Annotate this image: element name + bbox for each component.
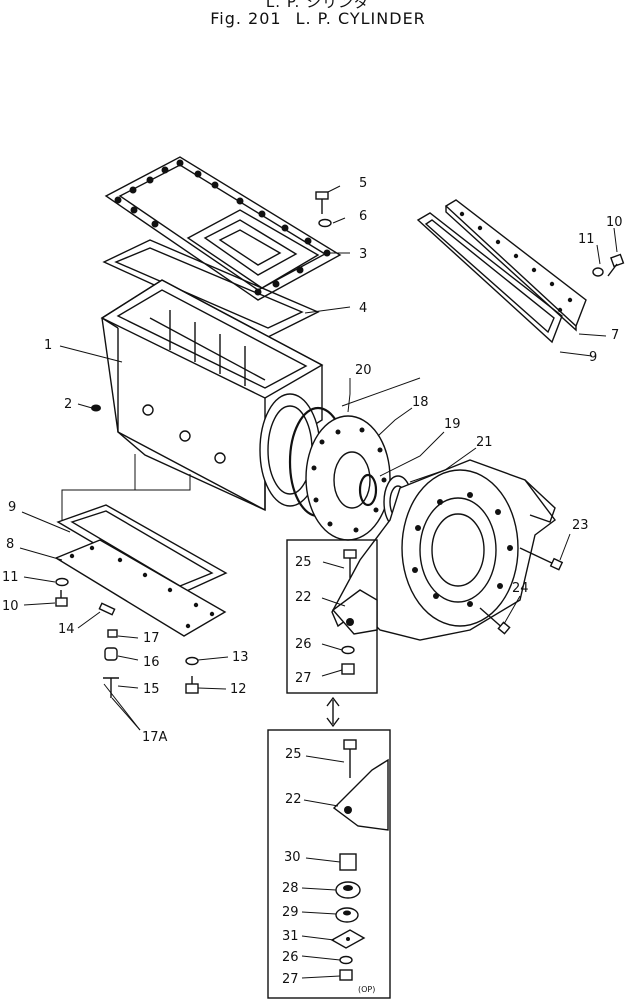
- callout-21: 21: [476, 435, 493, 450]
- side-gasket: [416, 212, 563, 344]
- callout-4: 4: [359, 301, 367, 316]
- inspection-cover: [186, 209, 320, 289]
- callout-27-upper: 27: [295, 671, 312, 686]
- figure-title: Fig. 201 L. P. CYLINDER: [0, 9, 636, 28]
- callout-23: 23: [572, 518, 589, 533]
- callout-7: 7: [611, 328, 619, 343]
- pin: [103, 677, 119, 698]
- callout-19: 19: [444, 417, 461, 432]
- callout-15: 15: [143, 682, 160, 697]
- alternative-arrow: [326, 696, 340, 728]
- bolt: [315, 191, 329, 214]
- callout-24: 24: [512, 581, 529, 596]
- washer: [318, 218, 332, 228]
- callout-26-upper: 26: [295, 637, 312, 652]
- base-plate: [54, 539, 227, 637]
- callout-13: 13: [232, 650, 249, 665]
- callout-22-upper: 22: [295, 590, 312, 605]
- callout-27-lower: 27: [282, 972, 299, 987]
- callout-17a: 17A: [142, 730, 168, 745]
- washer: [592, 267, 604, 277]
- callout-26-lower: 26: [282, 950, 299, 965]
- figure-subtitle-japanese: L. P. シリンダ: [265, 0, 371, 11]
- plug: [91, 404, 101, 412]
- callout-28: 28: [282, 881, 299, 896]
- callout-20: 20: [355, 363, 372, 378]
- callout-25-upper: 25: [295, 555, 312, 570]
- callout-10-left: 10: [2, 599, 19, 614]
- callout-9-right: 9: [589, 350, 597, 365]
- callout-6: 6: [359, 209, 367, 224]
- bolt: [55, 590, 68, 607]
- callout-30: 30: [284, 850, 301, 865]
- callout-14: 14: [58, 622, 75, 637]
- callout-2: 2: [64, 397, 72, 412]
- callout-8: 8: [6, 537, 14, 552]
- washer: [55, 577, 69, 587]
- callout-16: 16: [143, 655, 160, 670]
- callout-1: 1: [44, 338, 52, 353]
- washer: [185, 656, 199, 666]
- callout-18: 18: [412, 395, 429, 410]
- callout-3: 3: [359, 247, 367, 262]
- bolt: [607, 253, 625, 277]
- callout-17: 17: [143, 631, 160, 646]
- bracket: [98, 602, 116, 616]
- callout-31: 31: [282, 929, 299, 944]
- leader-lines: [19, 185, 618, 979]
- seal-ring: [358, 473, 378, 507]
- mounting-detail-box-optional: [267, 729, 391, 999]
- callout-12: 12: [230, 682, 247, 697]
- nut: [107, 629, 118, 638]
- callout-11-right: 11: [578, 232, 595, 247]
- option-note: (OP): [358, 985, 375, 994]
- callout-9-left: 9: [8, 500, 16, 515]
- figure-number: Fig. 201: [210, 9, 282, 28]
- callout-22-lower: 22: [285, 792, 302, 807]
- bolt: [519, 547, 557, 566]
- callout-11-left: 11: [2, 570, 19, 585]
- callout-25-lower: 25: [285, 747, 302, 762]
- bolt: [185, 676, 199, 694]
- support-housing: [331, 459, 556, 641]
- callout-5: 5: [359, 176, 367, 191]
- callout-29: 29: [282, 905, 299, 920]
- spacer: [104, 647, 118, 661]
- figure-title-text: L. P. CYLINDER: [295, 9, 426, 28]
- callout-10-right: 10: [606, 215, 623, 230]
- gland-disc: [305, 415, 391, 541]
- side-cover-plate: [444, 199, 587, 332]
- callout-labels: 5 6 3 4 1 2 20 18 19 21 10 11 7 9 9 8 11…: [2, 176, 623, 994]
